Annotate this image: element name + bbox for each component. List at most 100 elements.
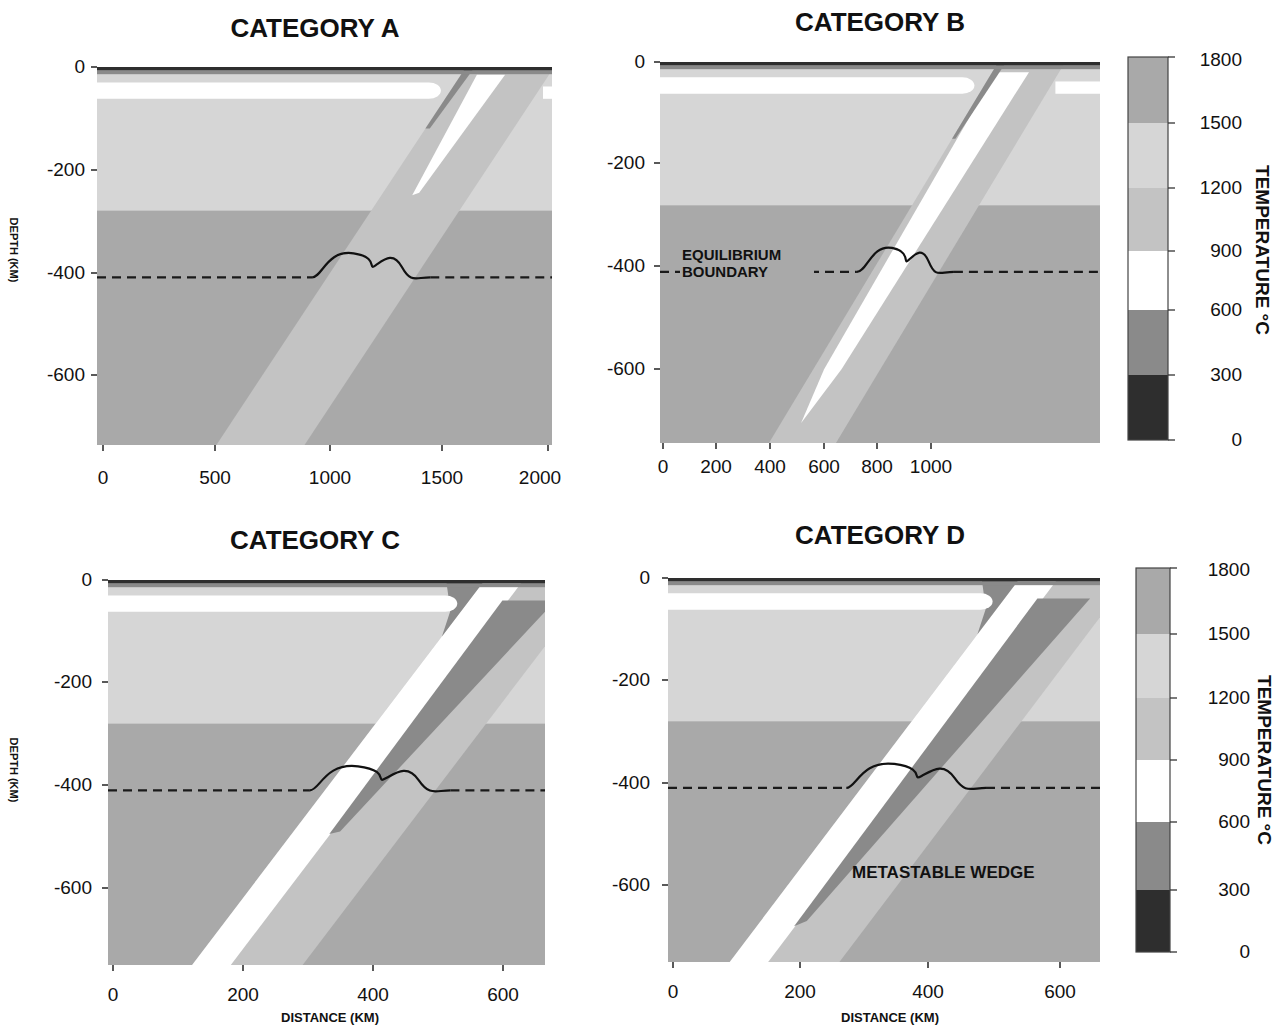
colorbar-band [1128, 123, 1168, 188]
axis-tick-mark [214, 445, 216, 451]
axis-tick-mark [102, 681, 108, 683]
colorbar-frame [1128, 57, 1168, 440]
axis-tick: -600 [612, 875, 650, 896]
axis-tick: 200 [784, 982, 816, 1003]
phase-boundary-dashed [954, 271, 1100, 273]
colorbar-tick: 300 [1218, 880, 1250, 901]
axis-tick: -200 [47, 160, 85, 181]
axis-tick: 600 [808, 457, 840, 478]
axis-title: DISTANCE (KM) [281, 1011, 379, 1025]
axis-tick: -400 [607, 256, 645, 277]
colorbar-band [1128, 251, 1168, 310]
axis-tick-mark [654, 368, 660, 370]
colorbar-tick: 1500 [1200, 113, 1242, 134]
colorbar-tick-mark [1170, 821, 1177, 822]
colorbar-tick: 1500 [1208, 624, 1250, 645]
surface-band [660, 62, 1100, 66]
axis-tick: 200 [227, 985, 259, 1006]
axis-tick-mark [91, 272, 97, 274]
colorbar-frame [1136, 568, 1170, 952]
axis-tick-mark [502, 965, 504, 971]
colorbar-tick-mark [1168, 250, 1175, 251]
axis-tick-mark [662, 577, 668, 579]
axis-tick-mark [547, 445, 549, 451]
panel-title: CATEGORY C [230, 526, 400, 555]
colorbar-tick-mark [1170, 889, 1177, 890]
surface-band [108, 584, 545, 588]
colorbar-tick-mark [1168, 187, 1175, 188]
axis-tick: 600 [1044, 982, 1076, 1003]
axis-tick-mark [662, 884, 668, 886]
axis-tick-mark [102, 445, 104, 451]
annotation: EQUILIBRIUM BOUNDARY [680, 246, 814, 281]
axis-tick-mark [1059, 962, 1061, 968]
panel-a [97, 67, 552, 445]
axis-tick-mark [654, 61, 660, 63]
colorbar-tick-mark [1170, 697, 1177, 698]
colorbar-tick: 600 [1210, 300, 1242, 321]
surface-band [668, 582, 1100, 586]
slab-thermal-zone [329, 601, 545, 834]
colorbar-tick: 1200 [1200, 178, 1242, 199]
axis-tick: 0 [108, 985, 119, 1006]
colorbar-tick-mark [1170, 633, 1177, 634]
colorbar-band [1136, 760, 1170, 822]
panel-b [660, 62, 1100, 443]
axis-tick-mark [91, 169, 97, 171]
phase-boundary-dashed [430, 276, 552, 278]
axis-tick-mark [662, 679, 668, 681]
axis-tick: 0 [74, 57, 85, 78]
panel-c [108, 580, 545, 965]
incoming-plate [1055, 81, 1100, 93]
overriding-plate [660, 77, 974, 93]
axis-tick: -600 [607, 359, 645, 380]
colorbar-title: TEMPERATURE °C [1254, 675, 1275, 845]
axis-tick: 1000 [309, 468, 351, 489]
colorbar-tick: 600 [1218, 812, 1250, 833]
axis-tick: -200 [54, 672, 92, 693]
colorbar-band [1128, 375, 1168, 440]
colorbar-tick-mark [1170, 567, 1177, 568]
axis-tick-mark [102, 579, 108, 581]
phase-boundary-dashed [450, 789, 545, 791]
phase-boundary-dashed [986, 787, 1100, 789]
axis-tick: -600 [54, 878, 92, 899]
phase-boundary-deflection [312, 253, 430, 278]
phase-boundary-deflection [846, 764, 986, 789]
incoming-plate [543, 86, 552, 98]
axis-tick-mark [876, 443, 878, 449]
axis-tick-mark [112, 965, 114, 971]
slab-thermal-zone [952, 62, 1006, 139]
upper-mantle [660, 62, 1100, 443]
axis-tick: 0 [668, 982, 679, 1003]
colorbar-band [1136, 634, 1170, 698]
colorbar-tick-mark [1168, 56, 1175, 57]
colorbar-tick: 300 [1210, 365, 1242, 386]
surface-band [668, 578, 1100, 582]
axis-tick: 0 [81, 570, 92, 591]
axis-tick-mark [91, 374, 97, 376]
slab-thermal-zone [173, 580, 524, 965]
axis-tick-mark [662, 443, 664, 449]
colorbar-tick-mark [1168, 374, 1175, 375]
colorbar-tick-mark [1168, 309, 1175, 310]
axis-tick-mark [91, 66, 97, 68]
overriding-plate [97, 82, 441, 98]
axis-tick: -200 [607, 153, 645, 174]
axis-tick-mark [662, 782, 668, 784]
phase-boundary-dashed [97, 276, 312, 278]
colorbar-tick: 1200 [1208, 688, 1250, 709]
axis-tick-mark [654, 265, 660, 267]
axis-title: DEPTH (KM) [8, 218, 20, 283]
axis-tick-mark [715, 443, 717, 449]
colorbar-tick: 0 [1239, 942, 1250, 963]
phase-boundary-dashed [668, 787, 846, 789]
axis-tick: 0 [658, 457, 669, 478]
colorbar-tick-mark [1170, 759, 1177, 760]
axis-tick-mark [441, 445, 443, 451]
slab-thermal-zone [801, 72, 1029, 423]
colorbar-title: TEMPERATURE °C [1252, 165, 1273, 335]
surface-band [108, 580, 545, 584]
axis-tick: -600 [47, 365, 85, 386]
